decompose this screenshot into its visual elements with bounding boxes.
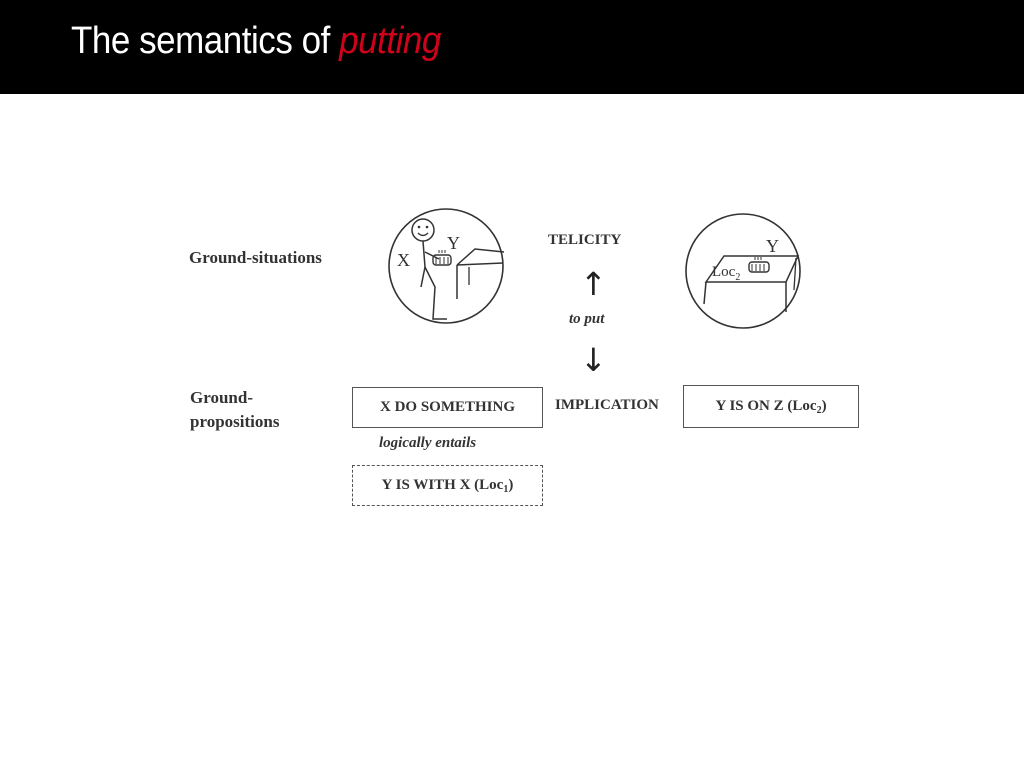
- y-is-with-x-text: Y IS WITH X (Loc1): [382, 477, 514, 495]
- y-is-on-z-box: Y IS ON Z (Loc2): [683, 385, 859, 428]
- down-arrow: ↓: [580, 341, 607, 379]
- up-arrow: ↑: [580, 265, 607, 303]
- situation-before-y-label: Y: [447, 233, 460, 253]
- situation-after-illustration: Y Loc2: [685, 213, 801, 329]
- slide-title: The semantics of putting: [71, 20, 441, 63]
- title-emphasis: putting: [339, 20, 441, 62]
- telicity-label: TELICITY: [548, 232, 622, 248]
- y-is-on-z-text: Y IS ON Z (Loc2): [715, 398, 826, 416]
- y-is-on-z-prefix: Y IS ON Z (Loc: [715, 397, 817, 414]
- ground-propositions-label: Ground- propositions: [190, 386, 279, 434]
- y-is-with-x-prefix: Y IS WITH X (Loc: [381, 476, 504, 493]
- y-is-on-z-suffix: ): [821, 397, 827, 414]
- x-do-something-box: X DO SOMETHING: [352, 387, 543, 428]
- situation-after-loc-text: Loc: [712, 264, 736, 280]
- ground-propositions-line2: propositions: [190, 412, 280, 431]
- x-do-something-text: X DO SOMETHING: [379, 399, 515, 415]
- title-prefix: The semantics of: [71, 20, 340, 62]
- logically-entails-label: logically entails: [379, 435, 477, 451]
- slide-header: The semantics of putting: [0, 0, 1024, 94]
- y-is-with-x-suffix: ): [508, 476, 514, 493]
- situation-before-illustration: X Y: [388, 208, 505, 324]
- situation-after-loc-sub: 2: [735, 272, 740, 283]
- y-is-on-z-sub: 2: [816, 404, 822, 416]
- situation-after-loc-label: Loc2: [712, 264, 740, 283]
- y-is-with-x-box: Y IS WITH X (Loc1): [352, 465, 543, 506]
- ground-situations-label: Ground-situations: [189, 248, 322, 267]
- implication-label: IMPLICATION: [555, 397, 659, 413]
- y-is-with-x-sub: 1: [503, 483, 509, 495]
- ground-propositions-line1: Ground-: [190, 388, 253, 407]
- situation-before-x-label: X: [397, 250, 410, 270]
- to-put-label: to put: [569, 311, 605, 327]
- situation-after-y-label: Y: [766, 236, 779, 256]
